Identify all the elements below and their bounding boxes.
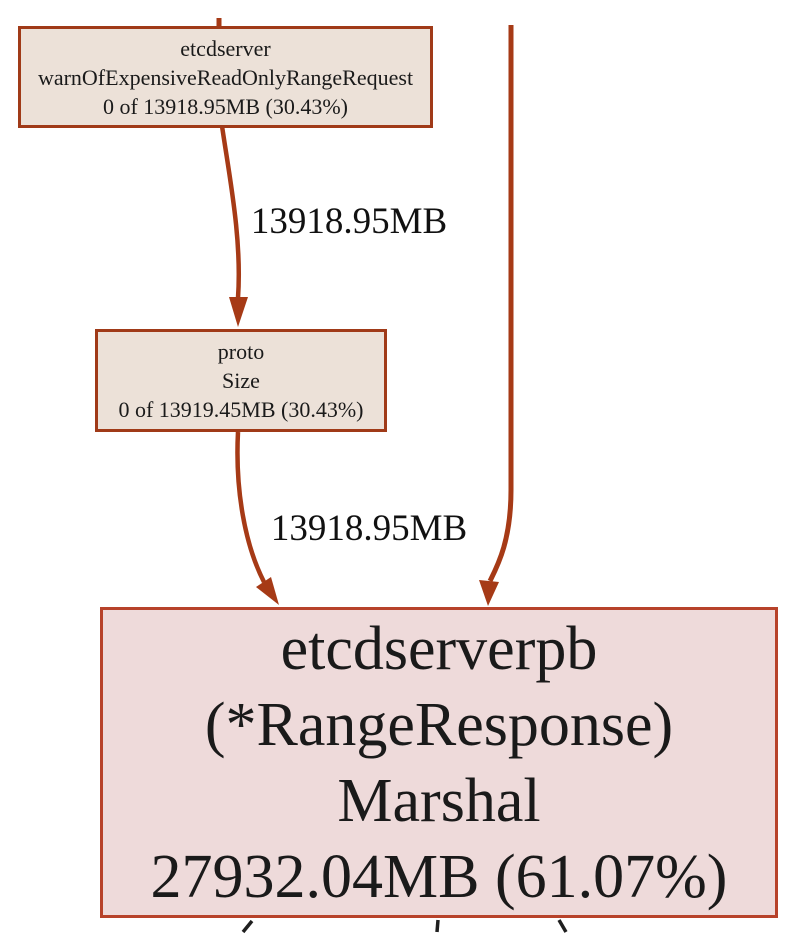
node-value-text: 0 of 13918.95MB (30.43%) — [102, 93, 349, 119]
arrowhead-offscreen-to-marshal — [479, 580, 499, 606]
node-function-name: warnOfExpensiveReadOnlyRangeRequest — [37, 64, 414, 90]
edge-weight-label-protosize-to-marshal: 13918.95MB — [270, 508, 468, 549]
arrowhead-warn-to-protosize — [229, 297, 248, 327]
node-function-name: Size — [222, 368, 260, 393]
edge-protosize-to-marshal — [235, 431, 267, 584]
node-receiver-type: (*RangeResponse) — [204, 690, 674, 759]
node-value-text: 0 of 13919.45MB (30.43%) — [118, 397, 364, 422]
edge-warn-to-protosize — [219, 125, 242, 299]
outgoing-edge-stub-2 — [435, 919, 440, 933]
arrowhead-protosize-to-marshal — [256, 577, 279, 605]
edge-offscreen-to-marshal — [487, 25, 514, 583]
node-function-name: Marshal — [337, 766, 541, 835]
outgoing-edge-stub-1 — [241, 919, 254, 934]
node-etcdserverpb-rangeresponse-marshal[interactable]: etcdserverpb (*RangeResponse) Marshal 27… — [100, 607, 778, 918]
node-etcdserver-warnOfExpensiveReadOnlyRangeRequest[interactable]: etcdserver warnOfExpensiveReadOnlyRangeR… — [18, 26, 433, 128]
node-function-package: etcdserver — [180, 35, 271, 61]
edge-weight-label-warn-to-protosize: 13918.95MB — [250, 201, 448, 242]
node-proto-size[interactable]: proto Size 0 of 13919.45MB (30.43%) — [95, 329, 387, 432]
node-value-text: 27932.04MB (61.07%) — [150, 842, 728, 911]
outgoing-edge-stub-3 — [557, 919, 568, 933]
node-function-package: proto — [217, 339, 265, 364]
node-function-package: etcdserverpb — [280, 614, 598, 683]
